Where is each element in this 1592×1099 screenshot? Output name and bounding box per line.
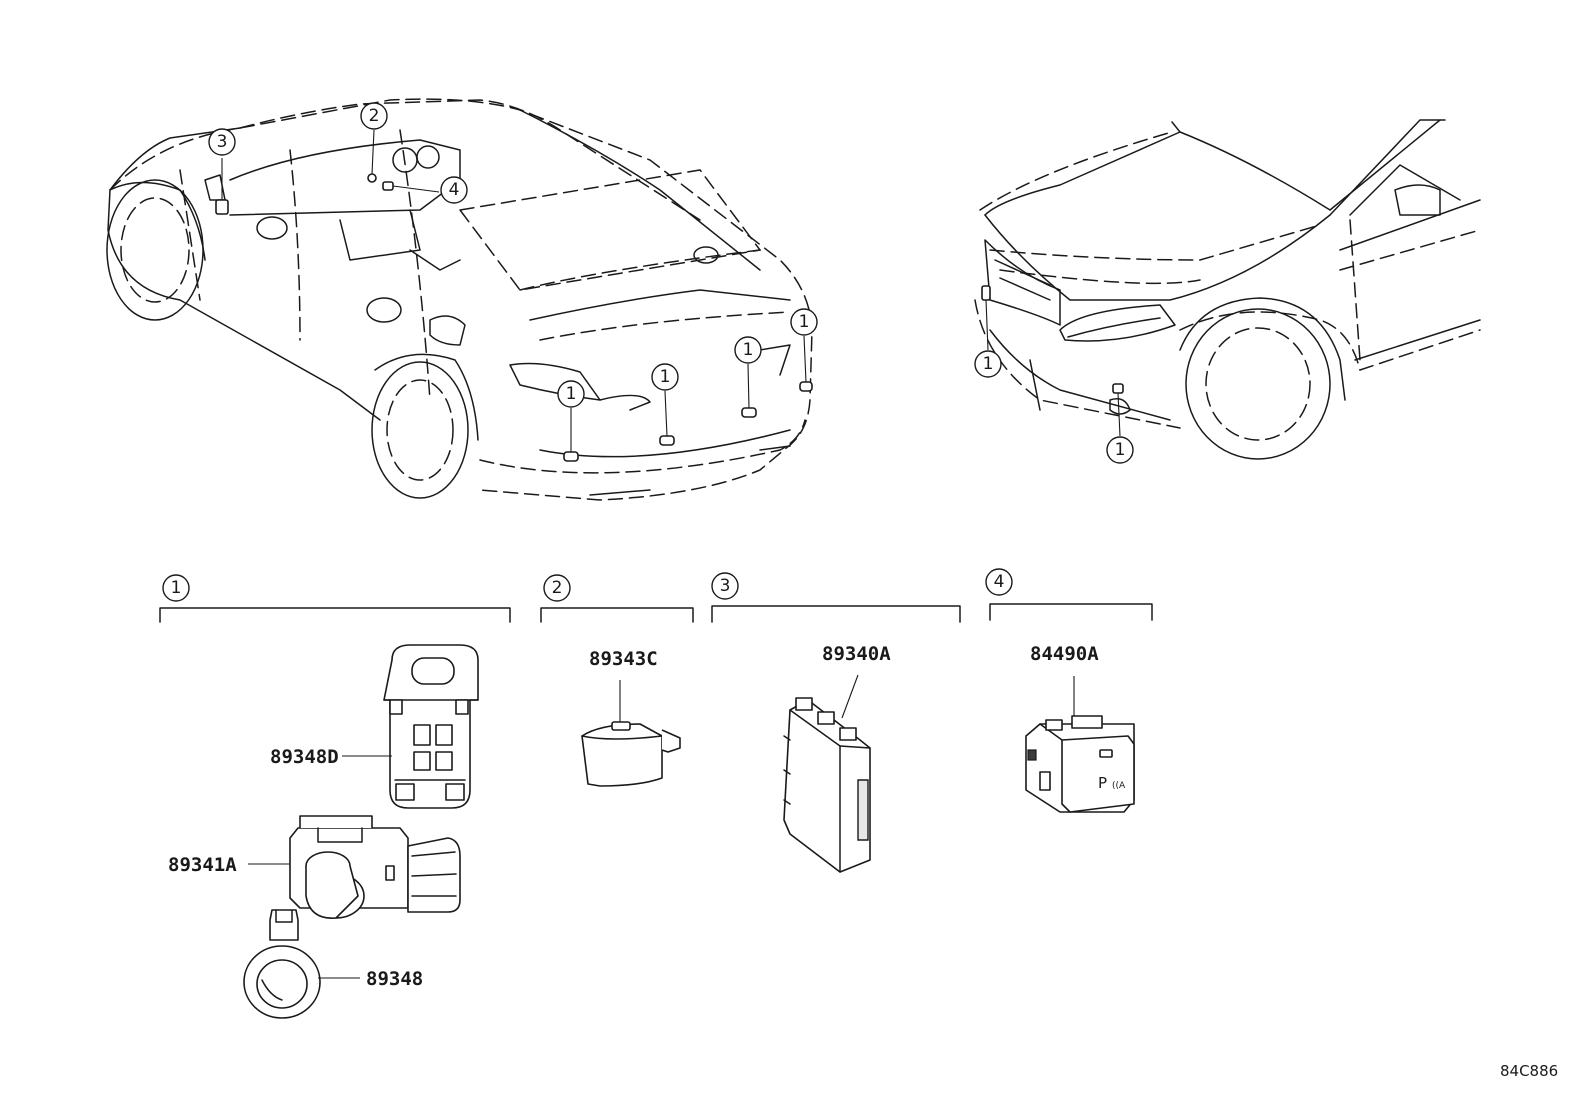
callout-2: 2 bbox=[360, 102, 388, 130]
callout-1: 1 bbox=[734, 336, 762, 364]
group-2-index: 2 bbox=[552, 578, 563, 598]
group-3-index: 3 bbox=[720, 576, 731, 596]
svg-text:1: 1 bbox=[566, 384, 577, 404]
part-number-89340A: 89340A bbox=[822, 643, 891, 665]
front-vehicle-illustration bbox=[974, 119, 1481, 460]
svg-text:1: 1 bbox=[983, 354, 994, 374]
rear-callouts: 3 2 4 1 1 1 1 bbox=[208, 102, 818, 408]
callout-1: 1 bbox=[790, 308, 818, 336]
svg-text:1: 1 bbox=[1115, 440, 1126, 460]
part-89348-ring bbox=[243, 909, 360, 1019]
svg-text:1: 1 bbox=[660, 367, 671, 387]
part-89341A-sensor bbox=[248, 815, 461, 919]
group-4-index: 4 bbox=[994, 572, 1005, 592]
callout-4: 4 bbox=[440, 176, 468, 204]
part-number-89341A: 89341A bbox=[168, 854, 237, 876]
rear-vehicle-illustration bbox=[106, 98, 813, 501]
part-number-89348D: 89348D bbox=[270, 746, 339, 768]
svg-text:1: 1 bbox=[799, 312, 810, 332]
group-1-header: 1 bbox=[159, 574, 511, 623]
part-89343C-buzzer bbox=[581, 680, 681, 787]
callout-1: 1 bbox=[974, 350, 1002, 378]
switch-symbol-sub: ((A bbox=[1112, 781, 1126, 791]
group-1-index: 1 bbox=[171, 578, 182, 598]
callout-1: 1 bbox=[651, 363, 679, 391]
group-4-header: 4 bbox=[985, 568, 1153, 621]
part-84490A-switch: P ((A bbox=[1025, 676, 1135, 813]
part-number-89348: 89348 bbox=[366, 968, 423, 990]
part-89340A-control-module bbox=[783, 674, 871, 873]
svg-text:2: 2 bbox=[369, 106, 380, 126]
part-89348D-bracket bbox=[342, 644, 479, 809]
part-number-89343C: 89343C bbox=[589, 648, 658, 670]
svg-text:1: 1 bbox=[743, 340, 754, 360]
group-3-header: 3 bbox=[711, 572, 961, 623]
svg-text:3: 3 bbox=[217, 132, 228, 152]
callout-1: 1 bbox=[1106, 436, 1134, 464]
callout-1: 1 bbox=[557, 380, 585, 408]
part-number-84490A: 84490A bbox=[1030, 643, 1099, 665]
callout-3: 3 bbox=[208, 128, 236, 156]
reference-code: 84C886 bbox=[1500, 1062, 1558, 1080]
svg-text:4: 4 bbox=[449, 180, 460, 200]
switch-symbol: P bbox=[1098, 774, 1107, 792]
front-callouts: 1 1 bbox=[974, 350, 1134, 464]
group-2-header: 2 bbox=[540, 574, 694, 623]
